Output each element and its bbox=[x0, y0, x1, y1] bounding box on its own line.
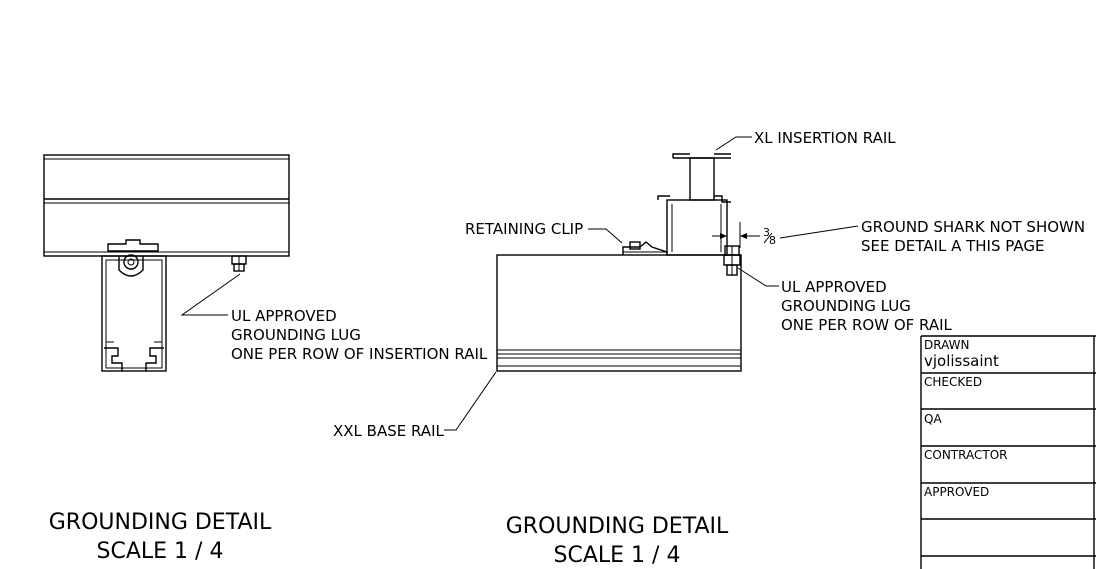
title-block-checked-label: CHECKED bbox=[924, 375, 982, 389]
right-grounding-lug bbox=[723, 245, 741, 276]
left-lug-callout-line2: GROUNDING LUG bbox=[231, 326, 361, 344]
left-detail-title: GROUNDING DETAIL bbox=[49, 510, 272, 535]
title-block-drawn-value: vjolissaint bbox=[924, 352, 999, 370]
retaining-clip-leader bbox=[588, 228, 623, 244]
dimension-denominator: 8 bbox=[769, 234, 776, 247]
left-lug-callout-line1: UL APPROVED bbox=[231, 307, 337, 325]
insertion-rail-callout: XL INSERTION RAIL bbox=[754, 129, 896, 147]
left-grounding-detail: UL APPROVED GROUNDING LUG ONE PER ROW OF… bbox=[43, 154, 488, 564]
right-lug-callout-line3: ONE PER ROW OF RAIL bbox=[781, 316, 953, 334]
dimension-numerator: 3 bbox=[763, 226, 770, 239]
title-block-qa-label: QA bbox=[924, 412, 942, 426]
title-block-contractor-label: CONTRACTOR bbox=[924, 448, 1007, 462]
left-lug-leader bbox=[180, 273, 241, 316]
dimension-three-eighths: 3 8 bbox=[712, 222, 776, 248]
base-rail-callout: XXL BASE RAIL bbox=[333, 422, 444, 440]
right-lug-leader bbox=[737, 267, 779, 287]
left-lug-callout-line3: ONE PER ROW OF INSERTION RAIL bbox=[231, 345, 488, 363]
retaining-clip bbox=[622, 241, 668, 255]
title-block-approved-label: APPROVED bbox=[924, 485, 989, 499]
title-block: DRAWN vjolissaint CHECKED QA CONTRACTOR … bbox=[920, 335, 1096, 569]
ground-shark-callout-line2: SEE DETAIL A THIS PAGE bbox=[861, 237, 1044, 255]
title-block-drawn-label: DRAWN bbox=[924, 338, 970, 352]
left-detail-scale: SCALE 1 / 4 bbox=[97, 539, 224, 564]
right-lug-callout-line1: UL APPROVED bbox=[781, 278, 887, 296]
right-lug-callout-line2: GROUNDING LUG bbox=[781, 297, 911, 315]
retaining-clip-callout: RETAINING CLIP bbox=[465, 220, 583, 238]
ground-shark-callout-line1: GROUND SHARK NOT SHOWN bbox=[861, 218, 1085, 236]
xxl-base-rail bbox=[496, 254, 742, 372]
right-grounding-detail: 3 8 XL INSERTION RAIL RETAINING CLIP GRO… bbox=[333, 129, 1085, 568]
insertion-rail-leader bbox=[715, 136, 752, 151]
xl-insertion-rail bbox=[657, 153, 731, 256]
right-detail-title: GROUNDING DETAIL bbox=[506, 514, 729, 539]
left-insertion-rail bbox=[43, 154, 290, 257]
left-base-rail-post bbox=[101, 255, 167, 372]
base-rail-leader bbox=[444, 371, 497, 431]
left-grounding-lug bbox=[231, 255, 247, 272]
ground-shark-leader bbox=[779, 225, 859, 239]
right-detail-scale: SCALE 1 / 4 bbox=[554, 543, 681, 568]
left-retaining-clip bbox=[107, 239, 159, 270]
